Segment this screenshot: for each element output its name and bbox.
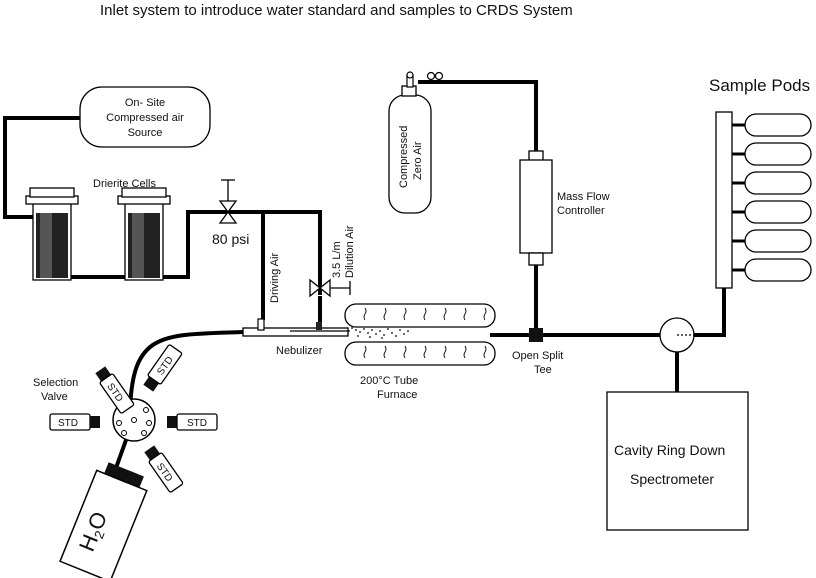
sample-pod — [744, 258, 812, 282]
sample-pod — [744, 113, 812, 137]
sample-pod — [744, 200, 812, 224]
diagram-title: Inlet system to introduce water standard… — [100, 2, 573, 19]
drierite-label: Drierite Cells — [93, 178, 156, 190]
pod-manifold — [715, 111, 733, 289]
crds-label-2: Spectrometer — [630, 471, 714, 487]
pressure-valve — [218, 179, 238, 224]
std-label-left: STD — [58, 418, 78, 429]
std-vial-left: STD — [49, 413, 100, 431]
pressure-label: 80 psi — [212, 231, 249, 247]
std-vial-lower-right: STD — [144, 445, 184, 493]
open-split-tee — [529, 328, 543, 342]
sample-pod — [744, 229, 812, 253]
dilution-label-1: 3.5 L/m — [331, 241, 343, 278]
air-source-label-3: Source — [128, 127, 163, 139]
water-bottle: H2O — [59, 462, 148, 578]
water-line — [114, 439, 128, 469]
sample-pod — [744, 171, 812, 195]
junction-to-pods-line — [694, 288, 726, 337]
std-vial-upper-left: STD — [95, 366, 135, 414]
mass-flow-controller — [519, 150, 553, 266]
tube-furnace — [344, 303, 496, 366]
dilution-label-2: Dilution Air — [344, 225, 356, 278]
std-label-right: STD — [187, 418, 207, 429]
sample-pod — [744, 142, 812, 166]
sample-pods-label: Sample Pods — [709, 76, 810, 95]
nebulizer — [242, 318, 350, 337]
air-line-main — [160, 210, 322, 295]
selection-label-2: Valve — [41, 391, 68, 403]
air-source-label-2: Compressed air — [106, 112, 184, 124]
furnace-label-1: 200°C Tube — [360, 375, 418, 387]
driving-air-label: Driving Air — [269, 253, 281, 303]
dilution-valve — [309, 278, 351, 298]
tee-label-1: Open Split — [512, 350, 563, 362]
zero-air-line — [418, 80, 538, 152]
drierite-cell-2 — [117, 187, 171, 281]
tee-label-2: Tee — [534, 364, 552, 376]
air-source-label-1: On- Site — [125, 97, 165, 109]
air-source: On- Site Compressed air Source — [79, 86, 211, 148]
nebulizer-label: Nebulizer — [276, 345, 323, 357]
crds-label-1: Cavity Ring Down — [614, 442, 725, 458]
mfc-label-2: Controller — [557, 205, 605, 217]
zero-air-label-1: Compressed — [398, 126, 410, 188]
selection-label-1: Selection — [33, 377, 78, 389]
drierite-cell-1 — [25, 187, 79, 281]
air-line-source — [3, 116, 80, 219]
mfc-label-1: Mass Flow — [557, 191, 610, 203]
std-vial-right: STD — [167, 413, 218, 431]
sample-line — [128, 330, 244, 421]
zero-air-tank: Compressed Zero Air — [388, 71, 444, 214]
crds-box — [606, 391, 749, 531]
sample-pods — [732, 113, 812, 282]
furnace-label-2: Furnace — [377, 389, 417, 401]
zero-air-label-2: Zero Air — [412, 141, 424, 180]
spray-dots — [351, 327, 409, 339]
